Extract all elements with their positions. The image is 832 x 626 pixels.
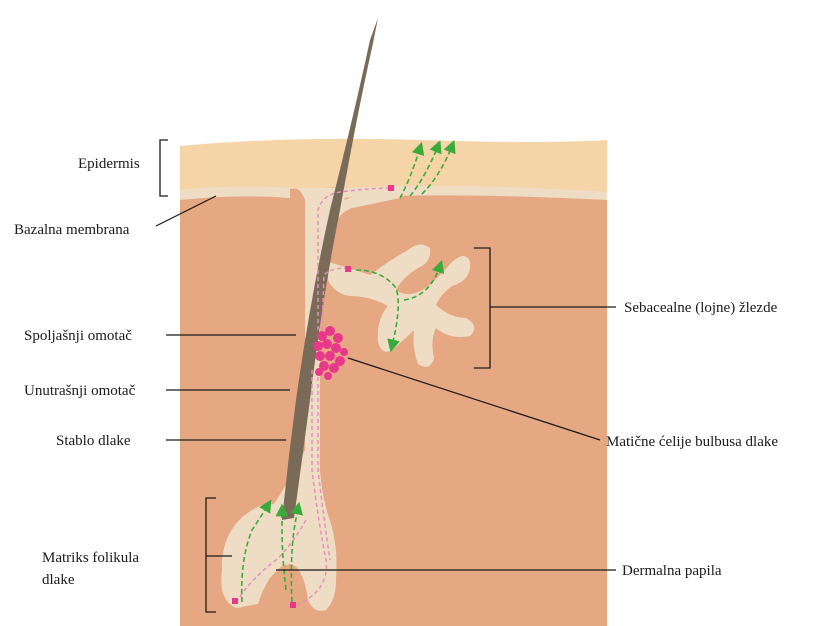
label-stablo-dlake: Stablo dlake <box>56 433 131 449</box>
label-dermalna-papila: Dermalna papila <box>622 563 722 579</box>
label-epidermis: Epidermis <box>78 156 140 172</box>
label-maticne-celije: Matične ćelije bulbusa dlake <box>606 434 778 450</box>
label-matriks-line2: dlake <box>42 572 75 588</box>
label-unutrasnji-omotac: Unutrašnji omotač <box>24 383 136 399</box>
label-bazalna-membrana: Bazalna membrana <box>14 222 130 238</box>
label-matriks-line1: Matriks folikula <box>42 550 139 566</box>
label-sebacealne-zlezde: Sebacealne (lojne) žlezde <box>624 300 778 316</box>
epidermis-bracket <box>160 140 168 196</box>
label-spoljasnji-omotac: Spoljašnji omotač <box>24 328 132 344</box>
